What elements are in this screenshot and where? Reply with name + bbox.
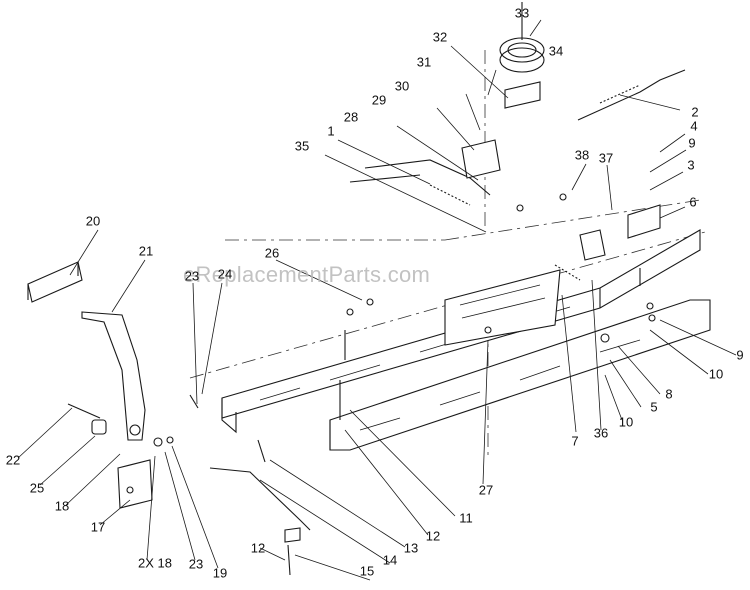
frame-rear-plate	[444, 269, 561, 346]
callout-36: 36	[593, 425, 609, 441]
callout-22: 22	[5, 452, 21, 468]
callout-11: 11	[459, 510, 473, 526]
centerline-rear	[225, 199, 701, 241]
centerline-front	[189, 231, 706, 379]
callout-12-bottom: 12	[250, 540, 266, 556]
callout-20: 20	[85, 213, 101, 229]
callout-33: 33	[514, 5, 530, 21]
callout-26: 26	[264, 245, 280, 261]
callout-27: 27	[478, 482, 494, 498]
callout-6: 6	[689, 194, 697, 210]
callout-7: 7	[571, 433, 579, 449]
callout-23-bottom: 23	[188, 556, 204, 572]
callout-9-right: 9	[736, 347, 744, 363]
callout-4: 4	[690, 118, 698, 134]
callout-34: 34	[548, 43, 564, 59]
small-fasteners	[339, 193, 656, 420]
callout-25: 25	[29, 480, 45, 496]
upper-rod	[349, 159, 491, 206]
callout-10-mid: 10	[618, 414, 634, 430]
callout-15: 15	[359, 563, 375, 579]
callout-3: 3	[687, 157, 695, 173]
pedal-mount-bracket	[117, 459, 153, 509]
watermark-text: eReplacementParts.com	[183, 262, 431, 287]
callout-8: 8	[665, 386, 673, 402]
pedal-arm	[81, 311, 146, 441]
frame-rail-upper	[221, 229, 701, 434]
callout-24: 24	[217, 266, 233, 282]
callout-18: 18	[54, 498, 70, 514]
callout-37: 37	[598, 150, 614, 166]
callout-38: 38	[574, 147, 590, 163]
callout-2: 2	[691, 104, 699, 120]
pivot-hardware	[67, 394, 199, 447]
callout-1: 1	[327, 123, 335, 139]
callout-13: 13	[403, 540, 419, 556]
leader-lines	[17, 19, 737, 581]
upper-bracket	[461, 139, 501, 179]
callout-5: 5	[650, 399, 658, 415]
spring-arm	[577, 69, 686, 121]
pulley-assembly	[499, 2, 545, 109]
callout-31: 31	[416, 54, 432, 70]
callout-10-right: 10	[708, 366, 724, 382]
callout-21: 21	[138, 243, 154, 259]
side-plate	[627, 204, 661, 239]
callout-2x18: 2X 18	[138, 555, 172, 571]
pedal-pad	[27, 261, 83, 303]
tension-spring	[554, 229, 606, 281]
callout-35: 35	[294, 138, 310, 154]
linkage-rod	[209, 439, 311, 576]
callout-28: 28	[343, 109, 359, 125]
callout-14: 14	[382, 552, 398, 568]
callout-29: 29	[371, 92, 387, 108]
callout-19: 19	[212, 565, 228, 581]
frame-rail-lower	[329, 299, 711, 451]
callout-9-top: 9	[688, 135, 696, 151]
callout-30: 30	[394, 78, 410, 94]
callout-17: 17	[90, 519, 106, 535]
callout-23-top: 23	[184, 268, 200, 284]
callout-32: 32	[432, 29, 448, 45]
callout-12-mid: 12	[425, 528, 441, 544]
